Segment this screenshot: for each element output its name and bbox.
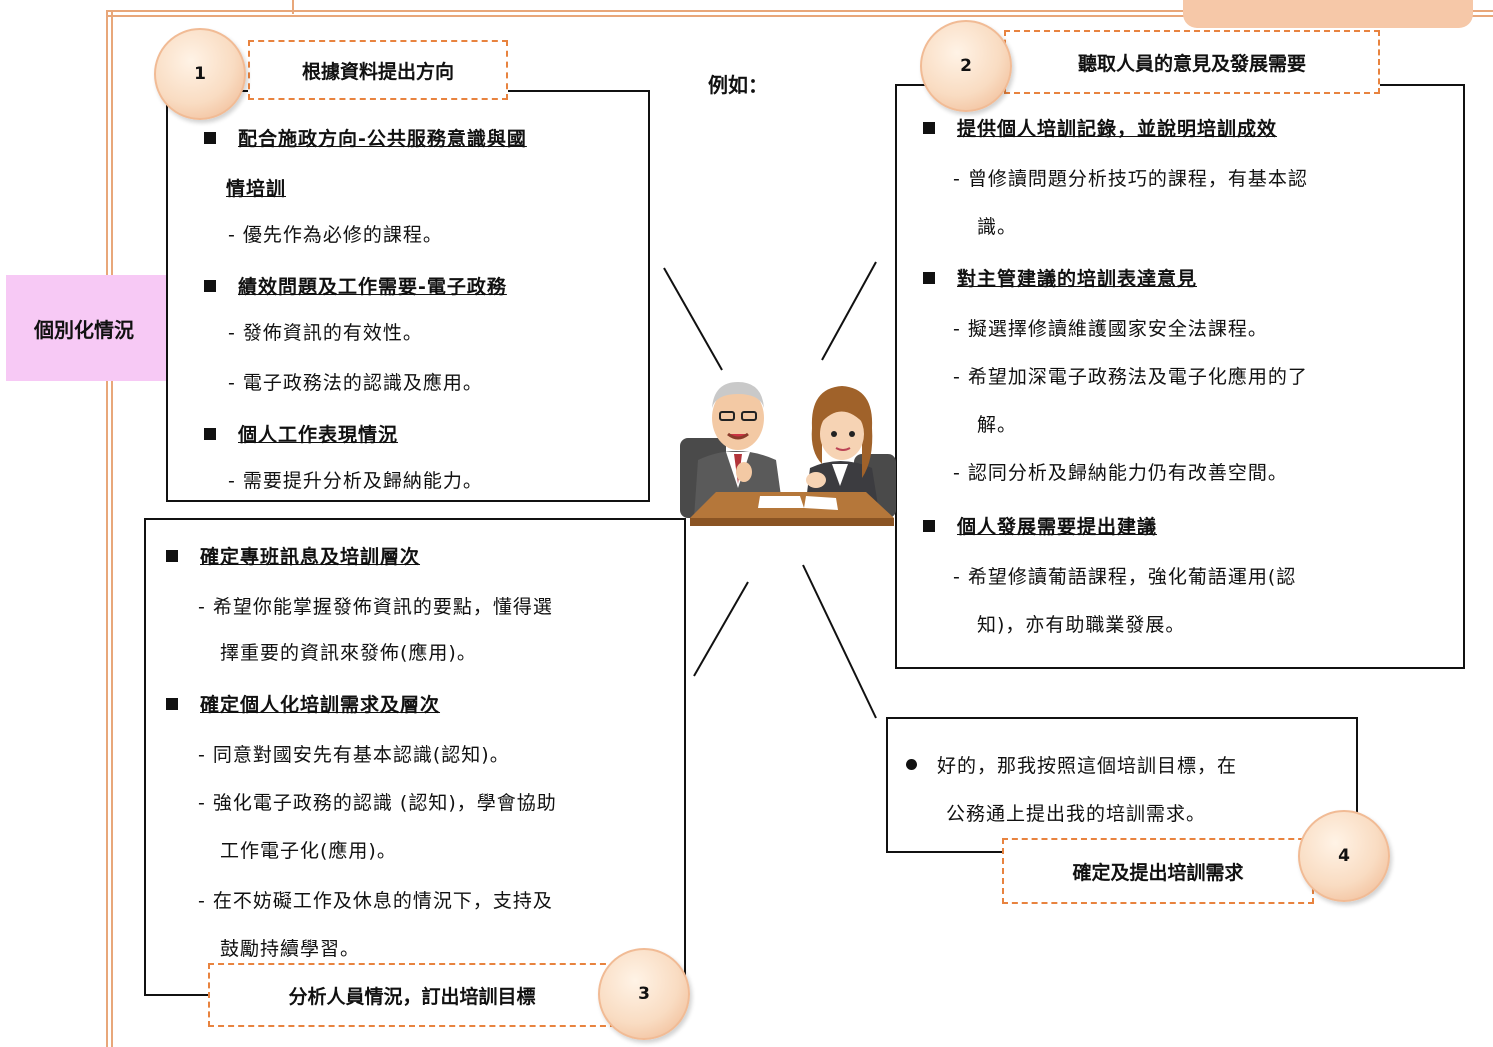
step3-detail: 工作電子化(應用)。 (220, 840, 397, 862)
connector-4 (802, 564, 877, 719)
step3-detail: 擇重要的資訊來發佈(應用)。 (220, 642, 477, 664)
meeting-illustration (680, 382, 896, 526)
step2-heading-1: 提供個人培訓記錄，並說明培訓成效 (957, 118, 1278, 140)
step2-detail: 知)，亦有助職業發展。 (977, 614, 1186, 636)
step2-number-circle: 2 (920, 20, 1012, 112)
step1-title: 根據資料提出方向 (248, 40, 508, 100)
step4-text: 好的，那我按照這個培訓目標，在 (937, 755, 1238, 777)
step2-title: 聽取人員的意見及發展需要 (1004, 30, 1380, 94)
step3-title: 分析人員情況，訂出培訓目標 (208, 963, 616, 1027)
step3-box: 確定專班訊息及培訓層次 - 希望你能掌握發佈資訊的要點，懂得選 擇重要的資訊來發… (144, 518, 686, 996)
step1-detail: - 需要提升分析及歸納能力。 (228, 470, 483, 492)
connector-1 (663, 267, 723, 371)
woman-face (820, 408, 864, 460)
square-bullet (204, 131, 216, 144)
square-bullet (204, 427, 216, 440)
connector-3 (693, 581, 749, 677)
step2-box: 提供個人培訓記錄，並說明培訓成效 - 曾修讀問題分析技巧的課程，有基本認 識。 … (895, 84, 1465, 669)
step3-detail: - 強化電子政務的認識 (認知)，學會協助 (198, 792, 557, 814)
step1-detail: - 發佈資訊的有效性。 (228, 322, 423, 344)
step4-box: 好的，那我按照這個培訓目標，在 公務通上提出我的培訓需求。 (886, 717, 1358, 853)
man-face (712, 386, 764, 450)
paper-1 (758, 496, 804, 508)
corner-tab (1183, 0, 1473, 28)
step1-box: 配合施政方向-公共服務意識與國 情培訓 - 優先作為必修的課程。 績效問題及工作… (166, 90, 650, 502)
square-bullet (923, 271, 935, 284)
step3-heading-2: 確定個人化培訓需求及層次 (200, 694, 441, 716)
round-bullet (906, 759, 917, 770)
step2-detail: - 擬選擇修讀維護國家安全法課程。 (953, 318, 1268, 340)
step3-number-circle: 3 (598, 948, 690, 1040)
step1-detail: - 優先作為必修的課程。 (228, 224, 443, 246)
step3-detail: - 同意對國安先有基本認識(認知)。 (198, 744, 510, 766)
step3-heading-1: 確定專班訊息及培訓層次 (200, 546, 421, 568)
step1-number-circle: 1 (154, 28, 246, 120)
step1-heading-2: 績效問題及工作需要-電子政務 (238, 276, 507, 298)
frame-tick (292, 0, 294, 14)
connector-2 (821, 261, 877, 361)
example-label: 例如： (708, 73, 768, 97)
step2-detail: 識。 (977, 216, 1018, 238)
square-bullet (166, 697, 178, 710)
page-frame-left (106, 10, 113, 1047)
pointer-label: 個別化情況 (34, 317, 134, 342)
step2-detail: - 曾修讀問題分析技巧的課程，有基本認 (953, 168, 1308, 190)
step2-detail: - 希望加深電子政務法及電子化應用的了 (953, 366, 1308, 388)
step1-heading-3: 個人工作表現情況 (238, 424, 399, 446)
step4-number-circle: 4 (1298, 810, 1390, 902)
step1-detail: - 電子政務法的認識及應用。 (228, 372, 483, 394)
step3-detail: - 在不妨礙工作及休息的情況下，支持及 (198, 890, 553, 912)
square-bullet (166, 549, 178, 562)
step2-detail: - 認同分析及歸納能力仍有改善空間。 (953, 462, 1288, 484)
step3-detail: - 希望你能掌握發佈資訊的要點，懂得選 (198, 596, 553, 618)
step4-title: 確定及提出培訓需求 (1002, 838, 1314, 904)
step2-heading-2: 對主管建議的培訓表達意見 (957, 268, 1198, 290)
step1-heading-1-cont: 情培訓 (226, 178, 287, 200)
step4-text: 公務通上提出我的培訓需求。 (946, 803, 1207, 825)
step2-detail: 解。 (977, 414, 1018, 436)
step1-heading-1: 配合施政方向-公共服務意識與國 (238, 128, 527, 150)
step2-detail: - 希望修讀葡語課程，強化葡語運用(認 (953, 566, 1297, 588)
step2-heading-3: 個人發展需要提出建議 (957, 516, 1158, 538)
square-bullet (923, 121, 935, 134)
step3-detail: 鼓勵持續學習。 (220, 938, 361, 960)
paper-2 (804, 496, 838, 510)
square-bullet (923, 519, 935, 532)
square-bullet (204, 279, 216, 292)
page-frame-top (106, 10, 1493, 17)
